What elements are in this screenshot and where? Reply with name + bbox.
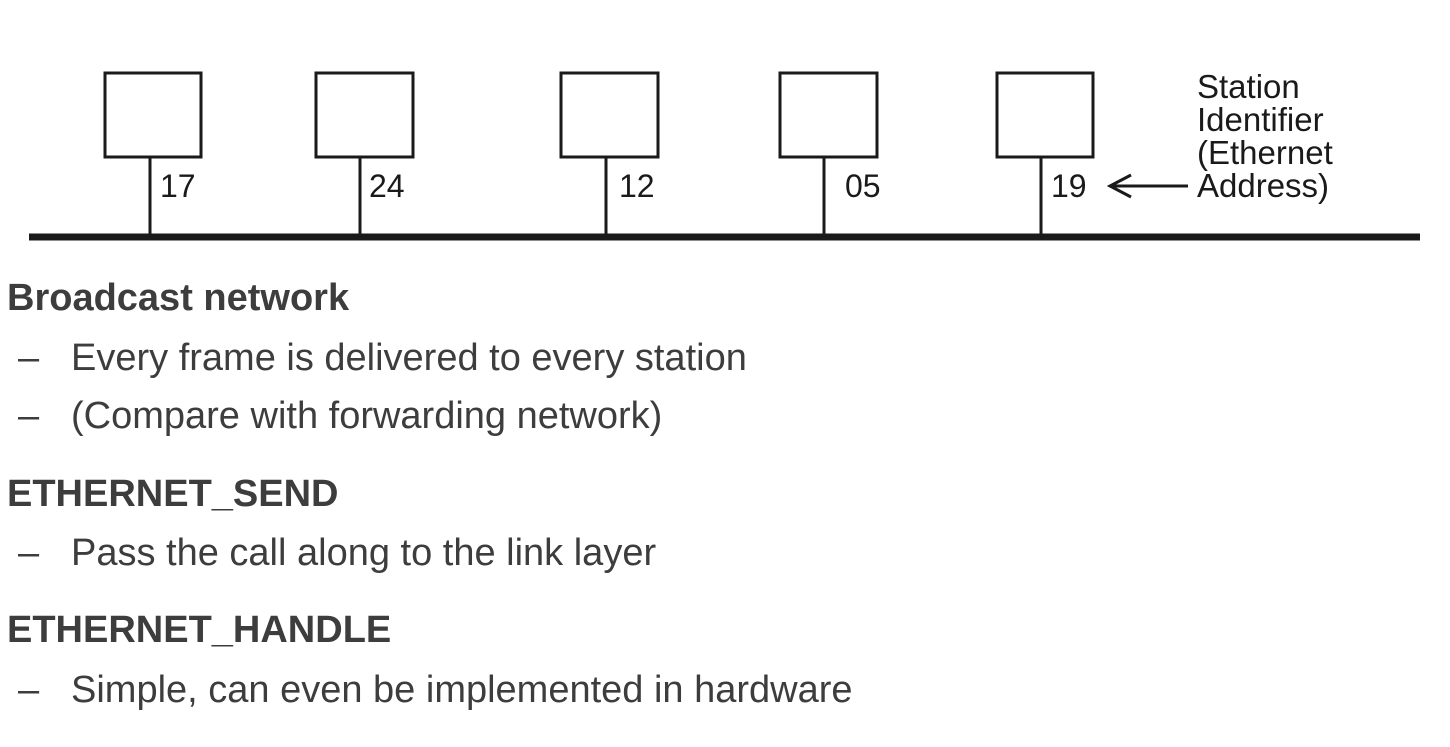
annotation-line: (Ethernet bbox=[1197, 134, 1333, 171]
broadcast-network-diagram: 17 24 12 05 19 Station Identifier (Ether… bbox=[29, 68, 1420, 241]
station-id-label: 05 bbox=[845, 168, 881, 204]
station-identifier-annotation: Station Identifier (Ethernet Address) bbox=[1197, 68, 1333, 204]
station-id-label: 17 bbox=[160, 168, 196, 204]
station-id-label: 24 bbox=[369, 168, 405, 204]
section-heading-broadcast-network: Broadcast network bbox=[7, 277, 350, 319]
station-id-label: 12 bbox=[619, 168, 655, 204]
arrow-left-icon bbox=[1106, 173, 1188, 199]
station-box bbox=[995, 71, 1095, 159]
section-heading-ethernet-send: ETHERNET_SEND bbox=[7, 473, 339, 515]
annotation-line: Address) bbox=[1197, 167, 1329, 204]
station-17: 17 bbox=[103, 71, 203, 237]
station-box bbox=[559, 71, 660, 159]
station-05: 05 bbox=[778, 71, 881, 237]
station-12: 12 bbox=[559, 71, 660, 237]
bullet-item: –Every frame is delivered to every stati… bbox=[18, 334, 747, 382]
bullet-dash: – bbox=[18, 532, 40, 574]
annotation-line: Identifier bbox=[1197, 101, 1324, 138]
station-box bbox=[314, 71, 415, 159]
bullet-dash: – bbox=[18, 669, 40, 711]
annotation-line: Station bbox=[1197, 68, 1300, 105]
station-19: 19 bbox=[995, 71, 1095, 237]
bullet-text: Every frame is delivered to every statio… bbox=[71, 337, 747, 379]
section-heading-ethernet-handle: ETHERNET_HANDLE bbox=[7, 609, 392, 651]
bullet-dash: – bbox=[18, 395, 40, 437]
station-box bbox=[778, 71, 879, 159]
bullet-dash: – bbox=[18, 337, 40, 379]
bullet-item: –(Compare with forwarding network) bbox=[18, 392, 662, 440]
station-24: 24 bbox=[314, 71, 415, 237]
bullet-text: Simple, can even be implemented in hardw… bbox=[71, 669, 853, 711]
bullet-item: –Simple, can even be implemented in hard… bbox=[18, 666, 853, 714]
station-id-label: 19 bbox=[1051, 168, 1087, 204]
bullet-text: Pass the call along to the link layer bbox=[71, 532, 657, 574]
bullet-text: (Compare with forwarding network) bbox=[71, 395, 663, 437]
station-box bbox=[103, 71, 203, 159]
bullet-item: –Pass the call along to the link layer bbox=[18, 529, 656, 577]
